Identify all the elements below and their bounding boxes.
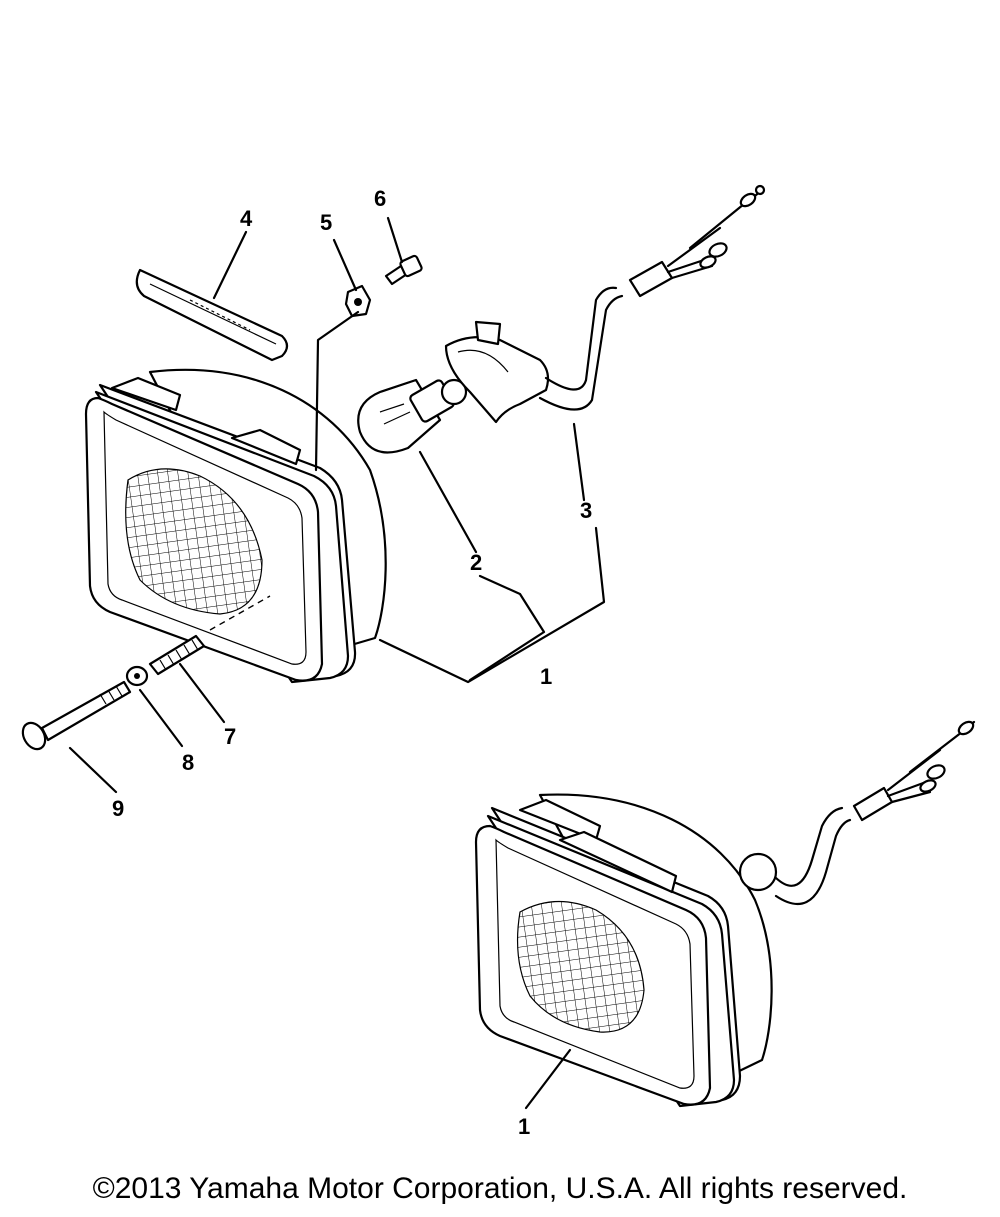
callout-5: 5 bbox=[320, 210, 332, 235]
callout-labels: 4 5 6 2 3 1 7 8 9 1 bbox=[112, 186, 592, 1139]
callout-7: 7 bbox=[224, 724, 236, 749]
callout-1-upper: 1 bbox=[540, 664, 552, 689]
part-5-nut bbox=[344, 284, 372, 318]
headlight-unit-upper bbox=[84, 368, 387, 684]
copyright-notice: ©2013 Yamaha Motor Corporation, U.S.A. A… bbox=[92, 1172, 908, 1205]
part-4-strip bbox=[135, 268, 289, 362]
leader-lines bbox=[68, 216, 606, 1110]
part-6-screw bbox=[384, 254, 423, 286]
part-8-washer bbox=[125, 665, 149, 687]
callout-9: 9 bbox=[112, 796, 124, 821]
part-3-socket-harness bbox=[444, 184, 766, 424]
callout-2: 2 bbox=[470, 550, 482, 575]
part-2-bulb bbox=[357, 378, 468, 454]
part-9-bolt bbox=[21, 680, 132, 751]
headlight-unit-lower bbox=[474, 720, 976, 1108]
callout-4: 4 bbox=[240, 206, 253, 231]
headlight-exploded-diagram: 4 5 6 2 3 1 7 8 9 1 bbox=[21, 184, 976, 1139]
callout-8: 8 bbox=[182, 750, 194, 775]
callout-1-lower: 1 bbox=[518, 1114, 530, 1139]
callout-3: 3 bbox=[580, 498, 592, 523]
callout-6: 6 bbox=[374, 186, 386, 211]
part-7-screw bbox=[148, 634, 206, 676]
